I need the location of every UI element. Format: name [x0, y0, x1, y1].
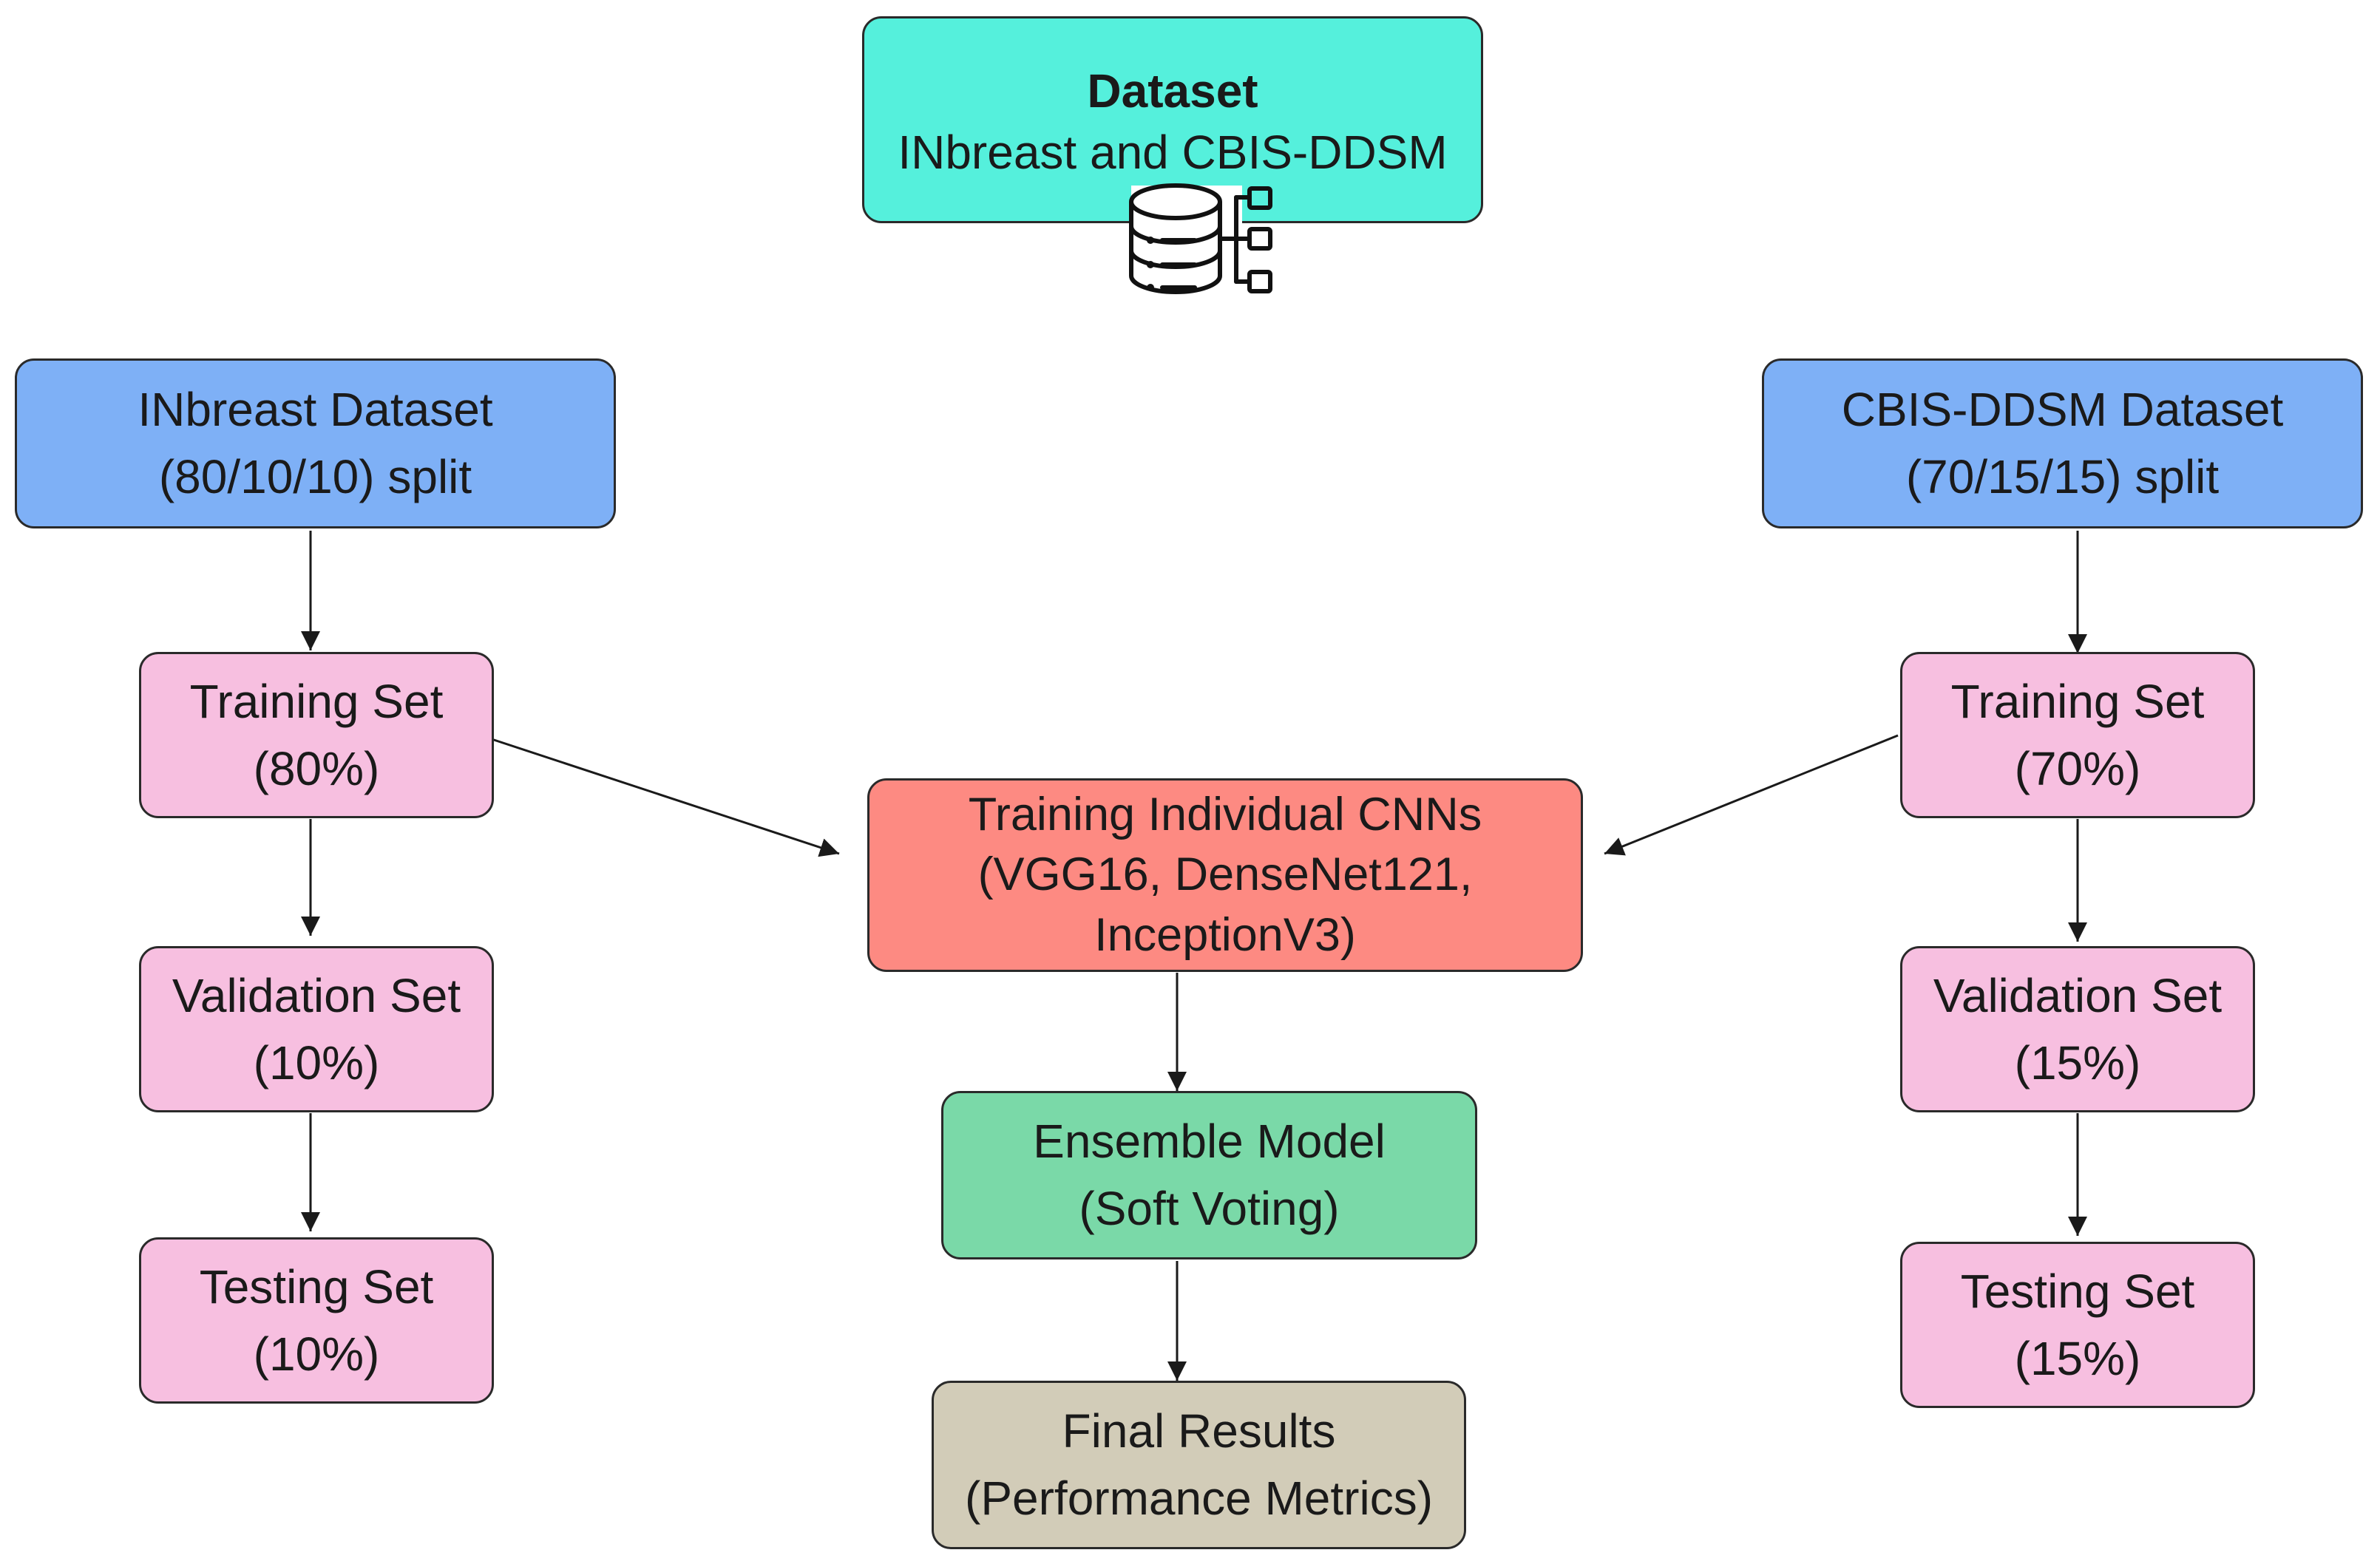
- cnn-training-node: Training Individual CNNs (VGG16, DenseNe…: [867, 778, 1583, 972]
- cbis-testing-set-label: Testing Set: [1960, 1264, 2195, 1318]
- inbreast-training-set-label: Training Set: [189, 674, 444, 728]
- cbis-split-label: (70/15/15) split: [1905, 450, 2220, 503]
- ensemble-model-node: Ensemble Model (Soft Voting): [941, 1091, 1477, 1259]
- cbis-validation-set-node: Validation Set (15%): [1900, 946, 2255, 1112]
- inbreast-training-set-node: Training Set (80%): [139, 652, 494, 818]
- inbreast-split-label: (80/10/10) split: [158, 450, 472, 503]
- dataset-subtitle: INbreast and CBIS-DDSM: [898, 125, 1448, 179]
- cbis-dataset-label: CBIS-DDSM Dataset: [1841, 383, 2284, 437]
- cbis-validation-set-label: Validation Set: [1933, 968, 2223, 1022]
- cbis-training-set-node: Training Set (70%): [1900, 652, 2255, 818]
- cbis-validation-set-percent: (15%): [2014, 1036, 2141, 1089]
- final-results-node: Final Results (Performance Metrics): [932, 1381, 1466, 1549]
- cbis-training-set-percent: (70%): [2014, 741, 2141, 795]
- arrow-inbreast-training-to-cnn: [491, 738, 840, 857]
- cnn-models-line2: InceptionV3): [1094, 908, 1356, 961]
- ensemble-model-label: Ensemble Model: [1033, 1115, 1386, 1169]
- cbis-testing-set-node: Testing Set (15%): [1900, 1242, 2255, 1408]
- cbis-testing-set-percent: (15%): [2014, 1331, 2141, 1385]
- dataset-title: Dataset: [1087, 64, 1258, 118]
- inbreast-validation-set-label: Validation Set: [172, 968, 461, 1022]
- inbreast-testing-set-node: Testing Set (10%): [139, 1237, 494, 1404]
- cnn-training-title: Training Individual CNNs: [968, 788, 1482, 840]
- inbreast-validation-set-percent: (10%): [253, 1036, 380, 1089]
- final-results-label: Final Results: [1062, 1404, 1336, 1458]
- ensemble-method-label: (Soft Voting): [1079, 1182, 1340, 1235]
- cbis-training-set-label: Training Set: [1950, 674, 2205, 728]
- inbreast-dataset-label: INbreast Dataset: [138, 383, 493, 437]
- cbis-dataset-node: CBIS-DDSM Dataset (70/15/15) split: [1762, 358, 2363, 528]
- cnn-models-line1: (VGG16, DenseNet121,: [977, 849, 1473, 901]
- inbreast-dataset-node: INbreast Dataset (80/10/10) split: [15, 358, 616, 528]
- arrow-cbis-training-to-cnn: [1604, 734, 1899, 856]
- inbreast-testing-set-percent: (10%): [253, 1327, 380, 1381]
- database-hierarchy-icon: [1129, 183, 1272, 296]
- inbreast-training-set-percent: (80%): [253, 741, 380, 795]
- performance-metrics-label: (Performance Metrics): [965, 1472, 1433, 1525]
- inbreast-testing-set-label: Testing Set: [199, 1259, 434, 1313]
- inbreast-validation-set-node: Validation Set (10%): [139, 946, 494, 1112]
